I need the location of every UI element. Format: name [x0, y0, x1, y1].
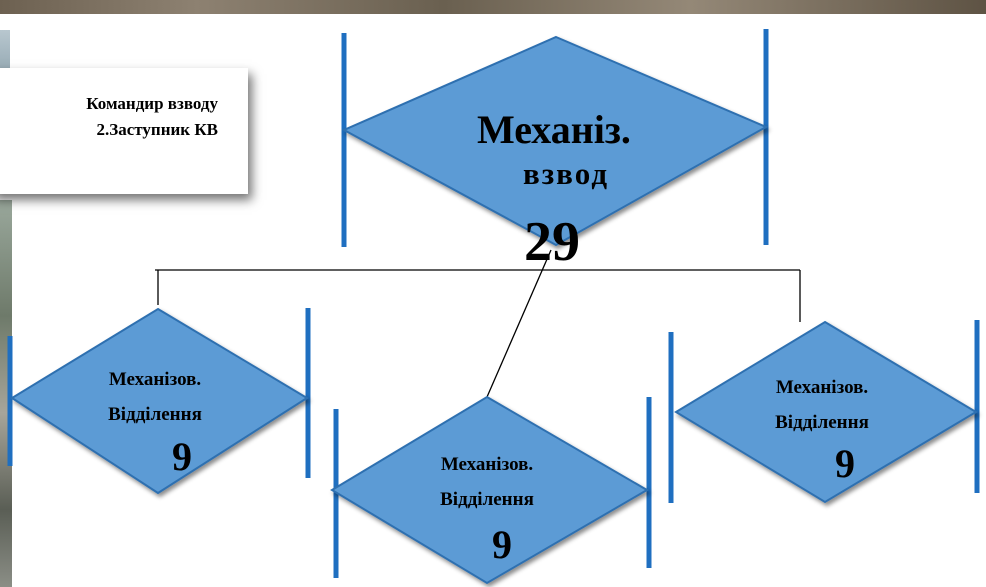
background-photo-strip-left-upper	[0, 30, 10, 82]
sub-node-left: Механізов. Відділення 9	[7, 307, 311, 495]
connectors	[155, 249, 801, 398]
sub-node-left-count: 9	[172, 434, 192, 479]
main-node-diamond	[341, 35, 769, 247]
sub-node-right-title: Механізов.	[776, 377, 868, 398]
sub-node-left-title: Механізов.	[109, 369, 201, 390]
note-commander: Командир взводу	[86, 94, 218, 113]
sub-node-right-count: 9	[835, 441, 855, 486]
sub-node-left-subtitle: Відділення	[108, 404, 202, 425]
background-photo-strip-top	[0, 0, 986, 14]
main-node-title: Механіз.	[477, 107, 631, 152]
connector-main-to-center	[486, 249, 552, 398]
sub-node-center-count: 9	[492, 522, 512, 567]
background-photo-strip-left-lower	[0, 200, 12, 587]
sub-node-right-diamond	[674, 320, 978, 504]
sub-node-right: Механізов. Відділення 9	[668, 320, 980, 504]
main-node: Механіз. взвод 29	[341, 29, 769, 273]
note-deputy: 2.Заступник КВ	[96, 120, 219, 139]
sub-node-right-subtitle: Відділення	[775, 412, 869, 433]
sub-node-center-subtitle: Відділення	[440, 489, 534, 510]
main-node-count: 29	[524, 211, 580, 273]
sub-node-center: Механізов. Відділення 9	[330, 395, 652, 585]
sub-node-center-title: Механізов.	[441, 454, 533, 475]
command-note-card: Командир взводу 2.Заступник КВ	[0, 68, 248, 194]
sub-node-center-diamond	[330, 395, 649, 585]
sub-node-left-diamond	[10, 307, 309, 495]
main-node-subtitle: взвод	[523, 156, 609, 191]
